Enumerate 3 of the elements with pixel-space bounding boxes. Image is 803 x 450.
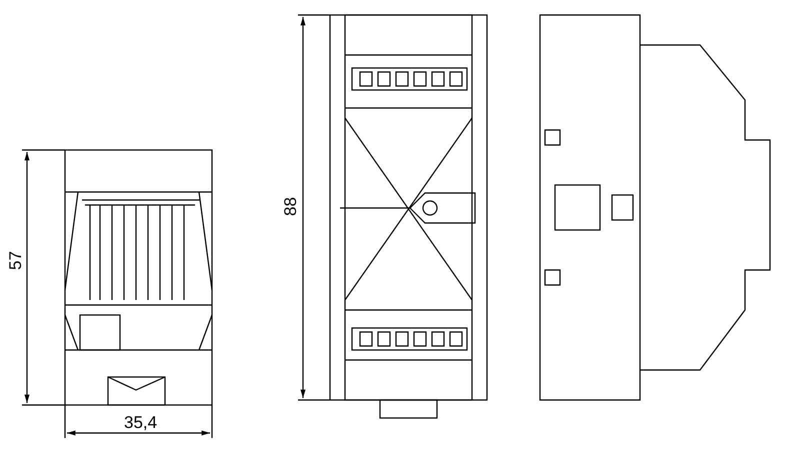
dimension-value: 88	[282, 197, 299, 216]
dimension-value: 35,4	[124, 414, 158, 431]
dimension-value: 57	[6, 251, 24, 270]
